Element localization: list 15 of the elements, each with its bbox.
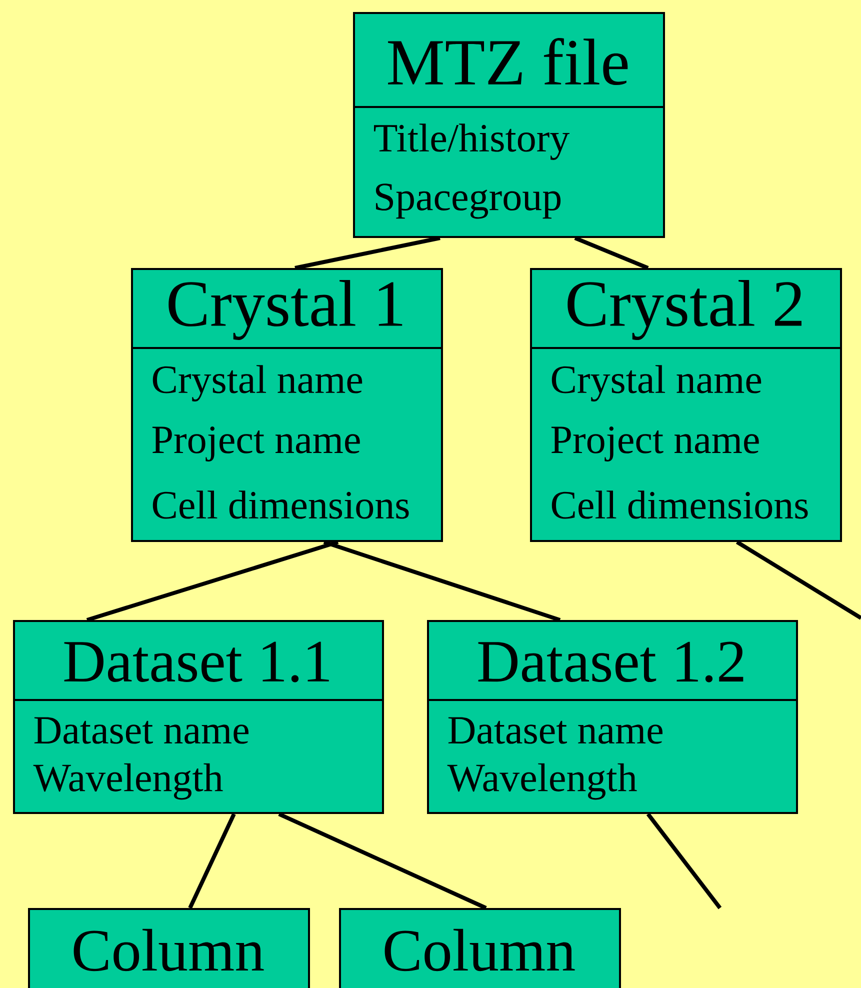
record-box: Dataset 1.2 Dataset name Wavelength [427, 620, 798, 814]
record-box: Crystal 2 Crystal name Project name Cell dimensions [530, 268, 842, 542]
record-box: MTZ file Title/history Spacegroup [353, 12, 665, 238]
connector-line [574, 236, 649, 270]
connector-line [646, 812, 722, 910]
connector-line [188, 813, 236, 909]
record-box: Column [28, 908, 310, 988]
connector-line [294, 236, 440, 270]
connector-line [323, 540, 561, 622]
record-box: Column [339, 908, 621, 988]
connector-line [86, 540, 339, 622]
connector-line [736, 540, 861, 620]
record-box: Crystal 1 Crystal name Project name Cell dimensions [131, 268, 443, 542]
record-box: Dataset 1.1 Dataset name Wavelength [13, 620, 384, 814]
connector-line [278, 812, 487, 910]
